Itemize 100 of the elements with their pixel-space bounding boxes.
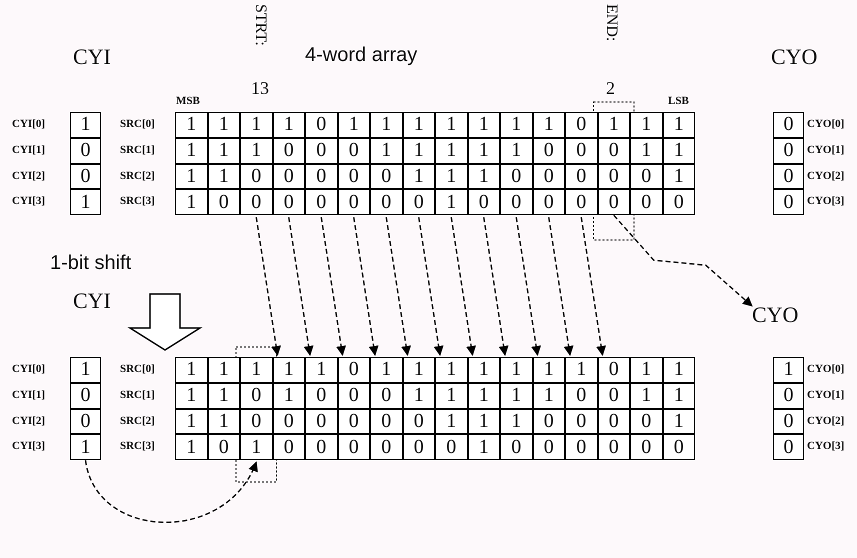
bit-cell: 1 <box>272 382 305 409</box>
row-label: SRC[2] <box>120 414 155 427</box>
arrow <box>418 217 444 356</box>
row-label: CYI[0] <box>12 363 45 375</box>
row-label: CYO[1] <box>807 144 844 156</box>
bit-cell: 1 <box>208 112 240 138</box>
bit-cell: 0 <box>305 138 338 164</box>
bit-cell: 0 <box>773 408 804 434</box>
bit-cell: 1 <box>402 138 435 164</box>
arrow <box>516 217 542 356</box>
bit-cell: 0 <box>435 434 468 460</box>
bit-cell: 1 <box>565 357 598 383</box>
bit-cell: 0 <box>565 382 598 409</box>
bit-cell: 0 <box>70 408 101 434</box>
bit-cell: 0 <box>662 434 695 460</box>
bit-cell: 0 <box>500 164 532 190</box>
bit-cell: 1 <box>435 189 468 216</box>
bit-cell: 0 <box>773 112 804 138</box>
bit-cell: 0 <box>305 382 338 409</box>
bit-cell: 0 <box>240 189 272 216</box>
bit-cell: 1 <box>402 357 435 383</box>
bit-cell: 0 <box>773 138 804 164</box>
bit-cell: 1 <box>240 434 272 460</box>
arrow <box>353 217 379 356</box>
bit-cell: 1 <box>370 138 402 164</box>
arrow <box>320 217 346 356</box>
bit-cell: 0 <box>272 434 305 460</box>
bit-cell: 1 <box>208 164 240 190</box>
bit-cell: 0 <box>338 164 370 190</box>
arrow <box>483 217 509 356</box>
bit-cell: 1 <box>532 382 565 409</box>
register-heading: CYO <box>771 44 818 70</box>
row-label: CYI[1] <box>12 144 45 156</box>
bit-cell: 1 <box>208 408 240 434</box>
row-label: CYO[3] <box>807 195 844 208</box>
bit-cell: 1 <box>435 112 468 138</box>
row-label: SRC[2] <box>120 170 155 182</box>
bit-cell: 0 <box>272 408 305 434</box>
bit-cell: 0 <box>370 434 402 460</box>
bit-cell: 0 <box>773 164 804 190</box>
bit-cell: 1 <box>630 357 662 383</box>
arrow <box>450 217 476 356</box>
bit-cell: 0 <box>240 164 272 190</box>
row-label: CYO[3] <box>807 440 844 452</box>
end-label: END: <box>603 4 619 42</box>
bit-cell: 0 <box>370 408 402 434</box>
bit-cell: 1 <box>370 112 402 138</box>
bit-cell: 0 <box>370 164 402 190</box>
bit-cell: 1 <box>500 408 532 434</box>
row-label: CYI[3] <box>12 440 45 452</box>
bit-cell: 1 <box>630 112 662 138</box>
row-label: SRC[0] <box>120 363 155 375</box>
bit-cell: 1 <box>70 189 101 216</box>
bit-cell: 1 <box>370 357 402 383</box>
bit-cell: 1 <box>630 138 662 164</box>
bit-cell: 0 <box>240 408 272 434</box>
bit-cell: 0 <box>662 189 695 216</box>
bit-cell: 1 <box>662 357 695 383</box>
bit-cell: 0 <box>598 382 630 409</box>
bit-cell: 0 <box>630 164 662 190</box>
arrow <box>613 214 753 307</box>
bit-cell: 0 <box>500 189 532 216</box>
bit-cell: 0 <box>565 408 598 434</box>
bit-cell: 1 <box>175 408 208 434</box>
bit-cell: 0 <box>338 434 370 460</box>
bit-cell: 0 <box>468 189 500 216</box>
bit-cell: 1 <box>175 164 208 190</box>
bit-cell: 0 <box>208 189 240 216</box>
bit-cell: 0 <box>630 434 662 460</box>
bit-cell: 0 <box>773 434 804 460</box>
bit-cell: 0 <box>272 138 305 164</box>
bit-cell: 0 <box>402 189 435 216</box>
bit-cell: 0 <box>338 138 370 164</box>
bit-cell: 1 <box>500 382 532 409</box>
bit-cell: 1 <box>402 164 435 190</box>
bit-cell: 1 <box>305 357 338 383</box>
bit-cell: 0 <box>272 189 305 216</box>
row-label: SRC[1] <box>120 144 155 156</box>
bit-cell: 1 <box>500 138 532 164</box>
bit-cell: 1 <box>662 408 695 434</box>
bit-cell: 0 <box>500 434 532 460</box>
row-label: CYO[0] <box>807 363 844 375</box>
bit-cell: 0 <box>70 138 101 164</box>
bit-cell: 1 <box>402 112 435 138</box>
arrow <box>256 217 282 356</box>
bit-cell: 1 <box>500 357 532 383</box>
bit-cell: 0 <box>272 164 305 190</box>
bit-cell: 1 <box>662 112 695 138</box>
arrow <box>548 217 574 356</box>
bit-cell: 1 <box>468 382 500 409</box>
bit-cell: 1 <box>598 112 630 138</box>
msb-label: MSB <box>176 95 200 107</box>
bit-cell: 0 <box>338 408 370 434</box>
bit-cell: 1 <box>208 357 240 383</box>
bit-cell: 1 <box>70 112 101 138</box>
bit-cell: 0 <box>370 382 402 409</box>
bit-cell: 0 <box>598 408 630 434</box>
bit-cell: 1 <box>468 408 500 434</box>
bit-cell: 0 <box>305 408 338 434</box>
bit-cell: 1 <box>500 112 532 138</box>
